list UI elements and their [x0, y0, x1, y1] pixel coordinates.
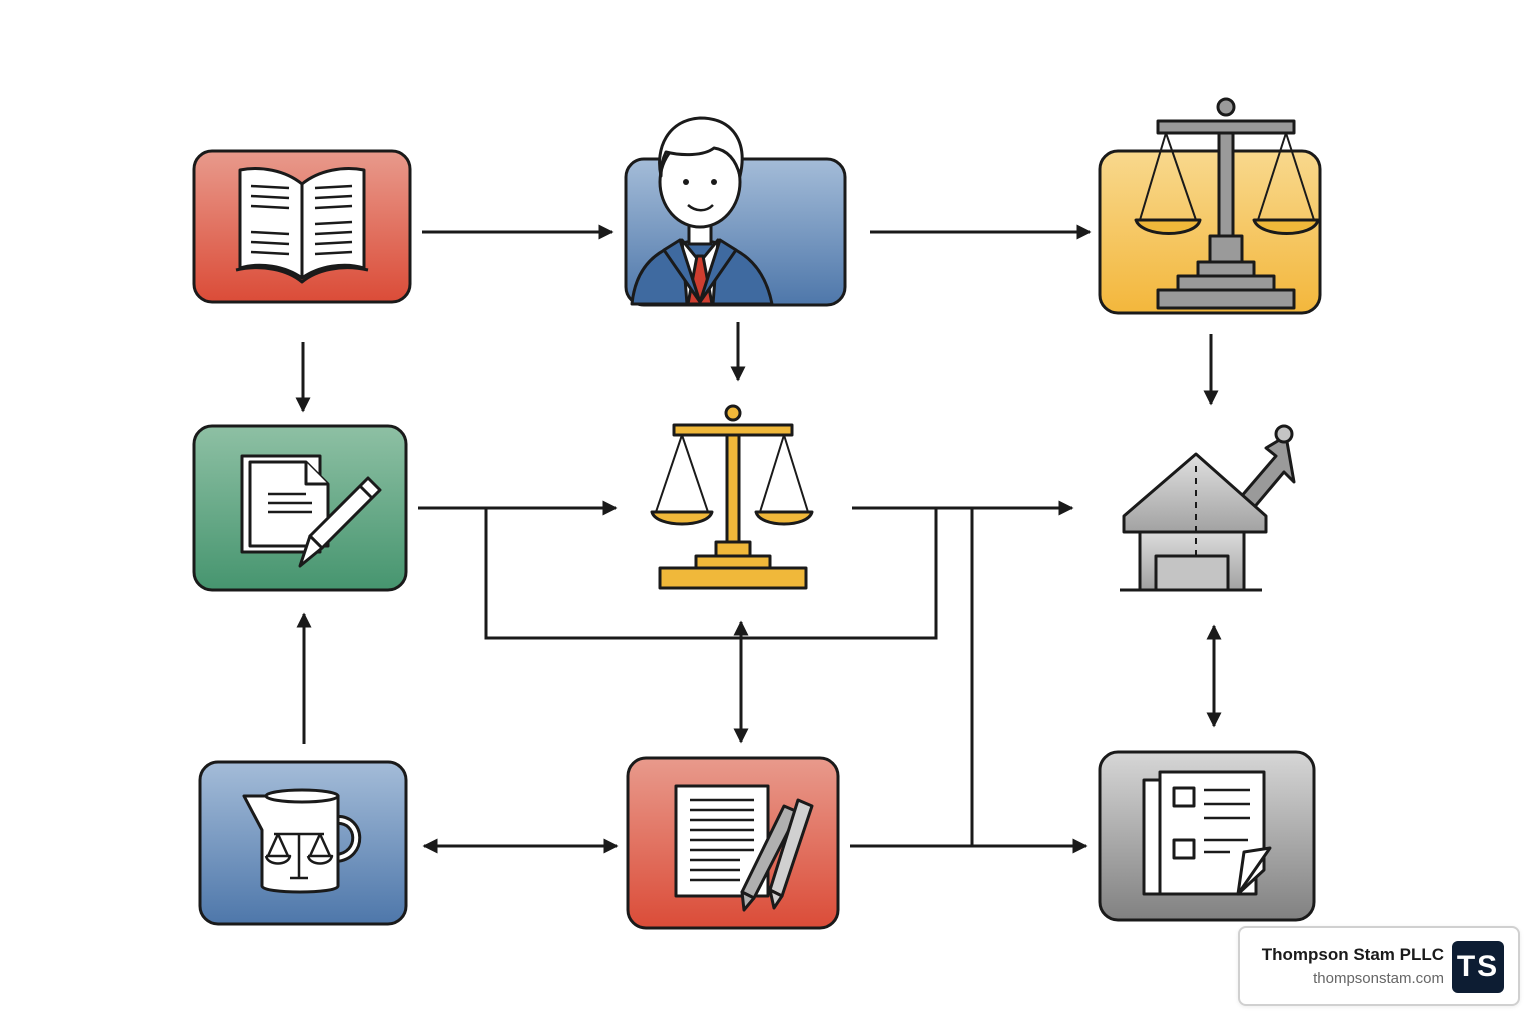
edge-loop-connector — [484, 508, 938, 640]
checklist-document-icon — [1142, 770, 1272, 896]
lawyer-avatar-icon — [630, 116, 774, 306]
tile-scales-large — [1098, 149, 1322, 315]
node-house — [1120, 424, 1296, 592]
node-scales-large — [1098, 97, 1322, 315]
node-document-edit — [192, 424, 408, 592]
brand-card: Thompson Stam PLLC thompsonstam.com TS — [1238, 926, 1520, 1006]
brand-name: Thompson Stam PLLC — [1261, 945, 1444, 964]
document-pen-icon — [240, 454, 382, 568]
document-pens-icon — [674, 784, 814, 912]
node-scales-center — [650, 404, 814, 590]
node-mug — [198, 760, 408, 926]
scales-of-justice-icon — [650, 404, 814, 590]
scales-of-justice-icon — [1134, 97, 1320, 310]
brand-url: thompsonstam.com — [1313, 970, 1444, 987]
connectors — [295, 224, 1222, 854]
node-contract — [626, 756, 840, 930]
mug-scales-icon — [242, 788, 362, 894]
brand-logo: TS — [1452, 941, 1504, 993]
node-book — [192, 149, 412, 304]
node-checklist — [1098, 750, 1316, 922]
open-book-icon — [235, 167, 369, 284]
node-lawyer — [624, 116, 847, 307]
house-with-arrow-icon — [1120, 424, 1296, 592]
